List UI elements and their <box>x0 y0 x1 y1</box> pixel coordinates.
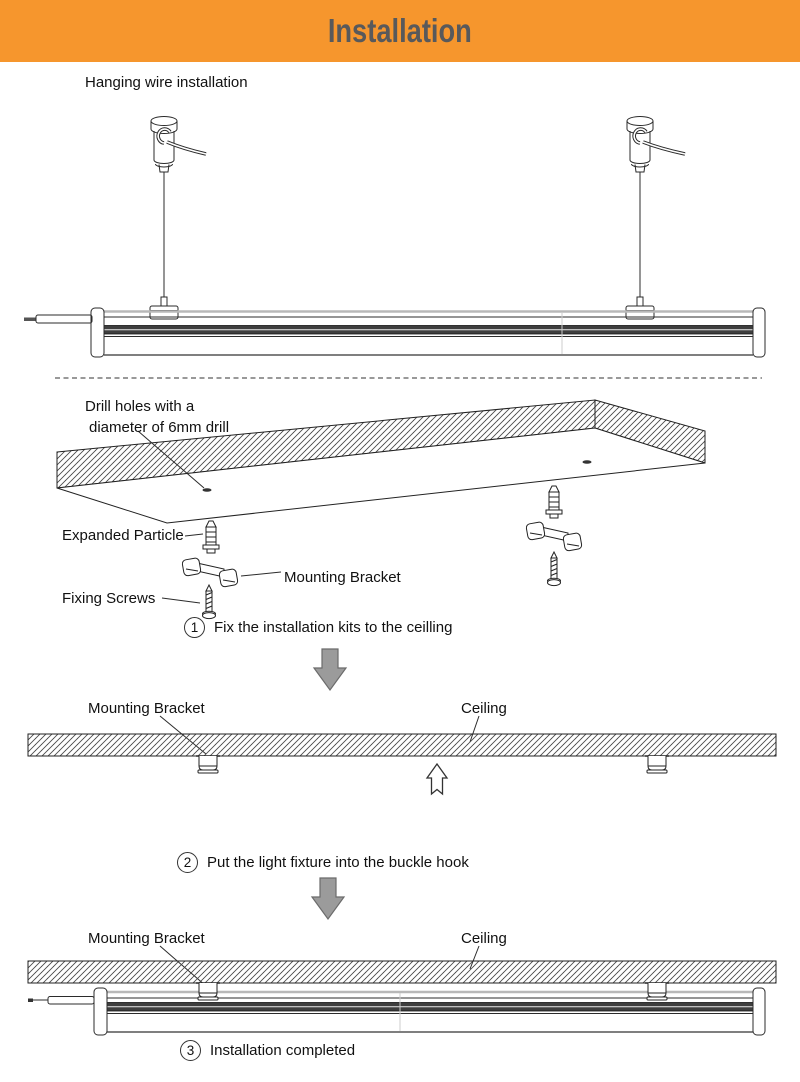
step-2-number: 2 <box>177 852 198 873</box>
ceiling-section-1 <box>27 715 777 796</box>
fixing-screw-right <box>547 551 561 587</box>
expanded-particle-leader <box>184 533 204 537</box>
ceiling-section-2 <box>27 945 777 1036</box>
step-1-number: 1 <box>184 617 205 638</box>
buckle-hook-1a <box>195 755 221 774</box>
ceiling-panel-3d <box>56 399 706 524</box>
fixing-screw-left <box>202 584 216 620</box>
fixing-screws-label: Fixing Screws <box>62 590 156 607</box>
step-1: 1 Fix the installation kits to the ceill… <box>184 617 452 638</box>
step-3-label: Installation completed <box>210 1042 356 1059</box>
step-2-label: Put the light fixture into the buckle ho… <box>207 854 469 871</box>
power-cable <box>35 314 93 324</box>
step-1-label: Fix the installation kits to the ceillin… <box>214 619 453 636</box>
hanging-wire-diagram <box>24 116 766 358</box>
step-3-number: 3 <box>180 1040 201 1061</box>
step-3: 3 Installation completed <box>180 1040 355 1061</box>
expanded-particle-label: Expanded Particle <box>62 527 184 544</box>
mounting-bracket-part-label: Mounting Bracket <box>284 569 401 586</box>
step-2: 2 Put the light fixture into the buckle … <box>177 852 469 873</box>
down-arrow-2 <box>311 877 345 920</box>
power-cable-2 <box>47 996 95 1005</box>
ceiling-label-2: Ceiling <box>461 930 507 947</box>
drill-hole-right <box>582 460 592 464</box>
ceiling-bar-2 <box>27 960 777 984</box>
buckle-hook-2a <box>195 982 221 1001</box>
drill-note-line1: Drill holes with a <box>85 398 195 415</box>
down-arrow-1 <box>313 648 347 691</box>
power-plug-tip <box>24 317 36 321</box>
installation-kit-parts <box>161 485 583 620</box>
mounting-bracket-label-2: Mounting Bracket <box>88 930 205 947</box>
buckle-hook-1b <box>644 755 670 774</box>
light-fixture-top <box>24 307 766 358</box>
end-cap-left <box>90 307 105 358</box>
mounting-bracket-leader <box>240 571 282 577</box>
drill-note-line2: diameter of 6mm drill <box>89 419 230 436</box>
buckle-hook-2b <box>644 982 670 1001</box>
end-cap-right-2 <box>752 987 766 1036</box>
mounting-bracket-left <box>181 557 239 588</box>
expansion-anchor-left <box>202 520 220 554</box>
suspension-kit-right <box>625 116 686 320</box>
end-cap-left-2 <box>93 987 108 1036</box>
fixing-screws-leader <box>161 597 201 604</box>
up-arrow-outline <box>425 762 449 796</box>
page-title: Installation <box>327 11 472 50</box>
drill-hole-left <box>202 488 212 492</box>
ceiling-bar-1 <box>27 733 777 757</box>
power-plug-tip-2 <box>28 998 33 1002</box>
section-subtitle: Hanging wire installation <box>85 74 248 91</box>
ceiling-label-1: Ceiling <box>461 700 507 717</box>
expansion-anchor-right <box>545 485 563 519</box>
page-header: Installation <box>0 0 800 62</box>
mounting-bracket-label-1: Mounting Bracket <box>88 700 205 717</box>
end-cap-right <box>752 307 766 358</box>
suspension-kit-left <box>149 116 207 320</box>
drill-note-leader <box>137 430 205 489</box>
mounting-bracket-right <box>525 521 583 552</box>
